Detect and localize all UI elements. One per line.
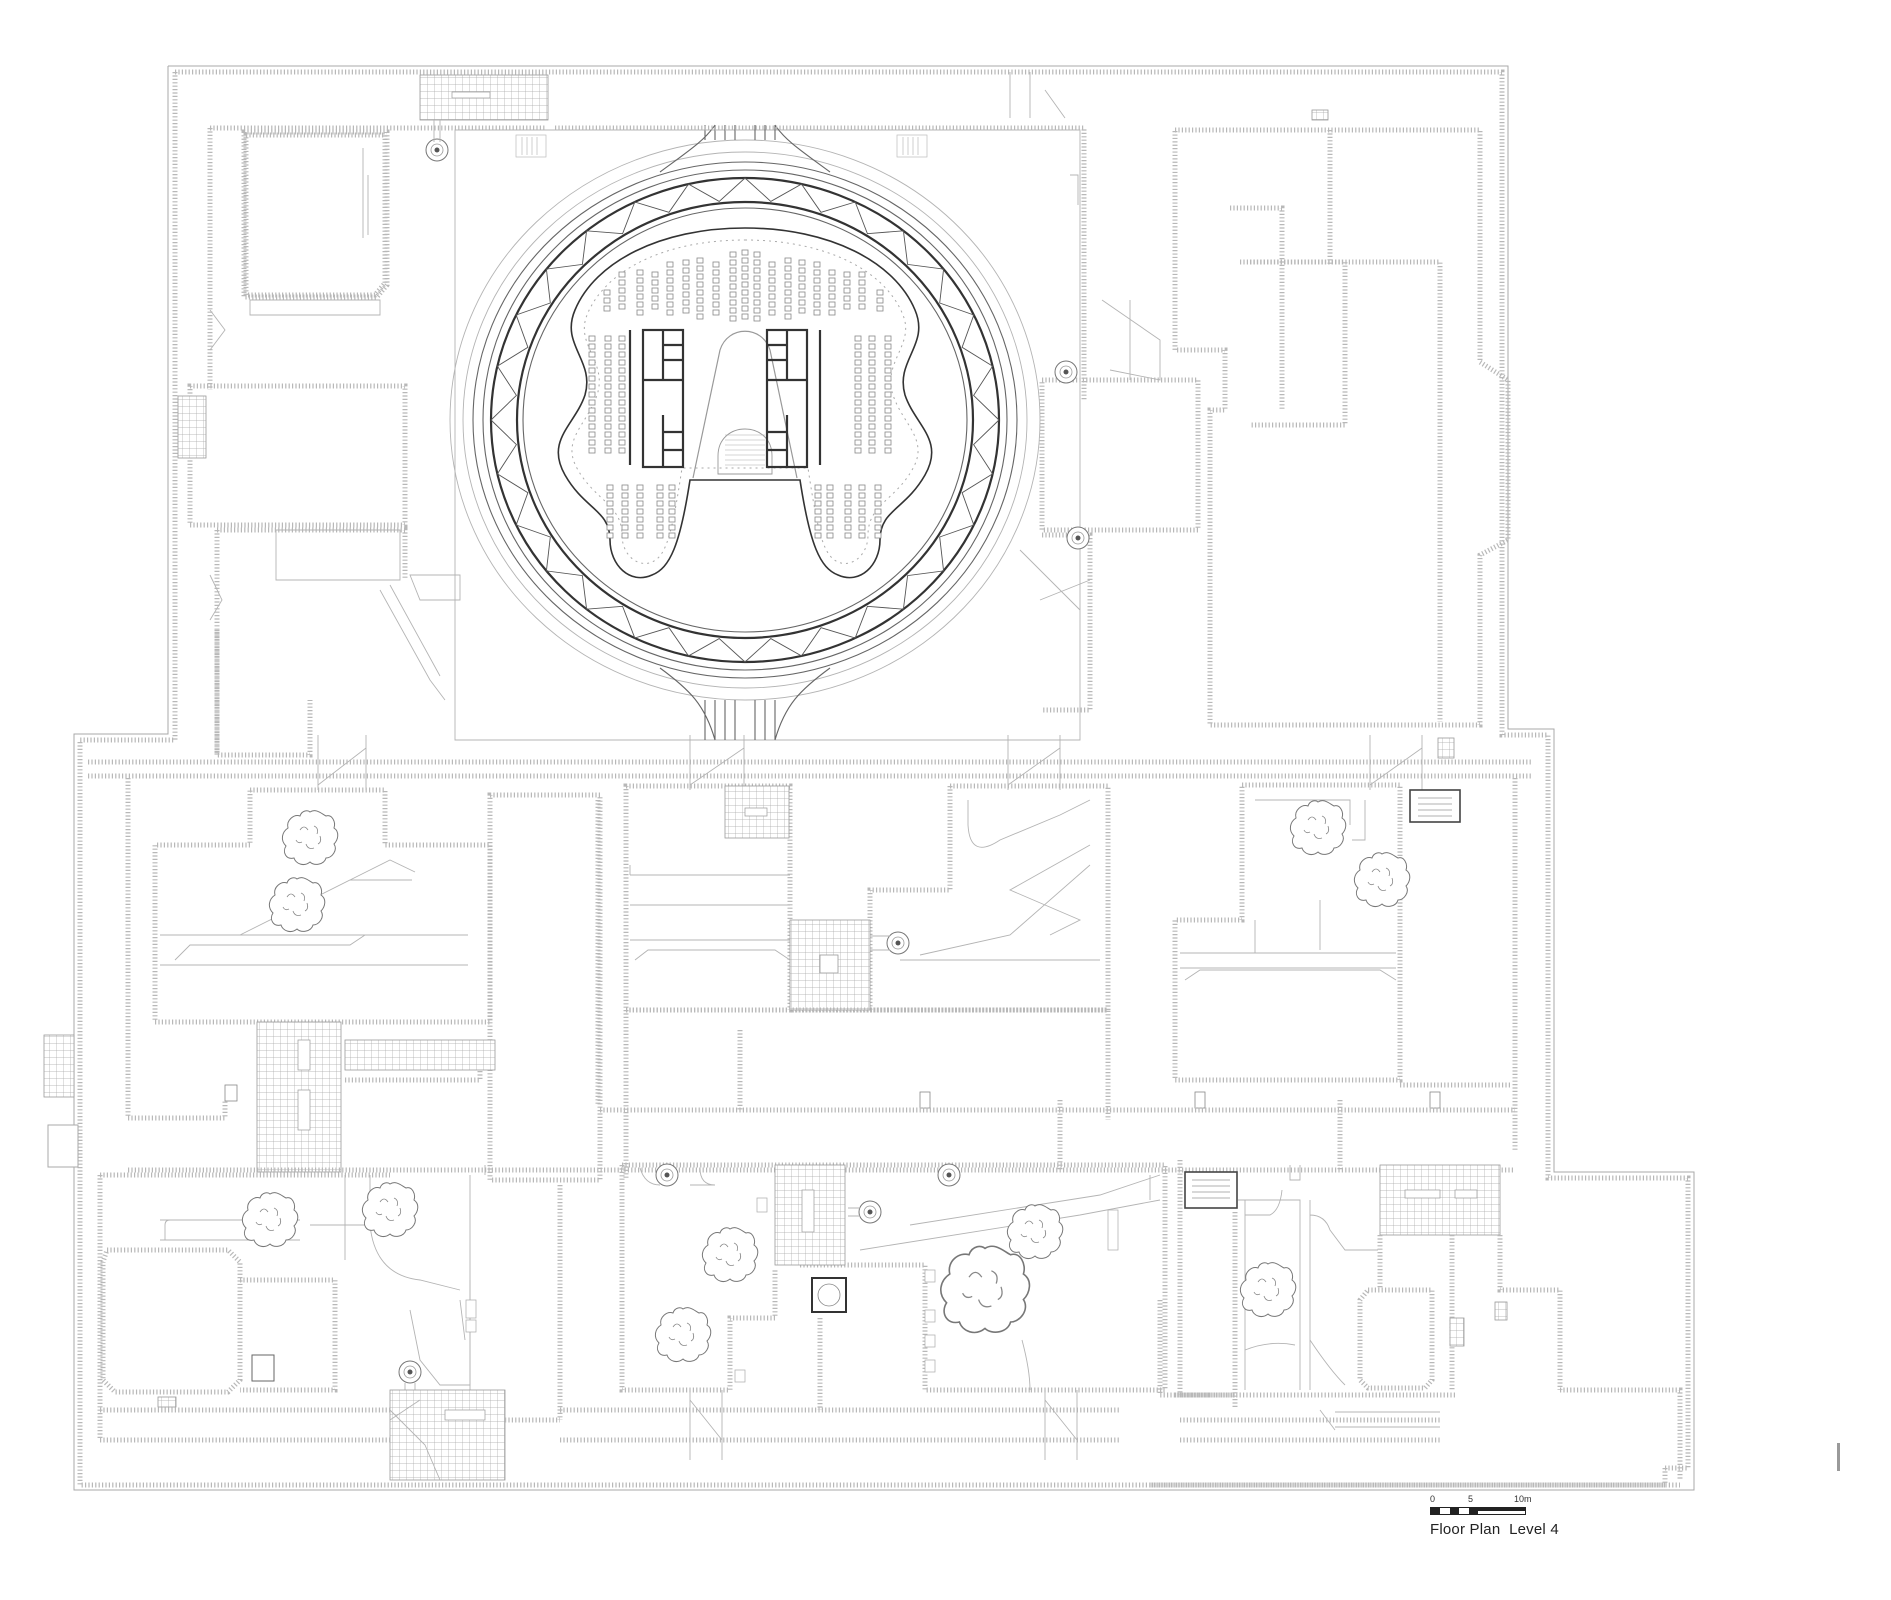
- mid-bar-building: [344, 792, 603, 1183]
- mid-left-courtyard: [43, 787, 493, 1173]
- south-center-courtyard: [560, 1162, 1210, 1460]
- south-west-courtyard: [97, 1172, 563, 1481]
- north-west-wing: [177, 74, 549, 758]
- central-rotunda: [449, 124, 1081, 741]
- legend: 0 5 10m Floor Plan Level 4: [1430, 1494, 1559, 1538]
- core-left: [628, 328, 685, 469]
- margin-mark: [1837, 1443, 1840, 1471]
- reading-room-desks: [588, 249, 892, 539]
- south-east-courtyard: [1152, 1160, 1683, 1488]
- mid-right-courtyard: [919, 782, 1510, 1109]
- central-corridor: [88, 735, 1532, 1150]
- outer-footprint: [73, 65, 1695, 1491]
- scale-label-5: 5: [1468, 1494, 1474, 1504]
- core-right: [765, 328, 822, 469]
- scale-label-10m: 10m: [1514, 1494, 1532, 1504]
- mid-center-courtyard: [623, 783, 1111, 1180]
- scale-bar: [1430, 1507, 1526, 1515]
- scale-bar-labels: 0 5 10m: [1430, 1494, 1550, 1506]
- north-east-wing: [555, 72, 1511, 728]
- central-corridor-lower: [128, 1030, 1515, 1209]
- plan-caption: Floor Plan Level 4: [1430, 1521, 1559, 1538]
- scale-label-0: 0: [1430, 1494, 1436, 1504]
